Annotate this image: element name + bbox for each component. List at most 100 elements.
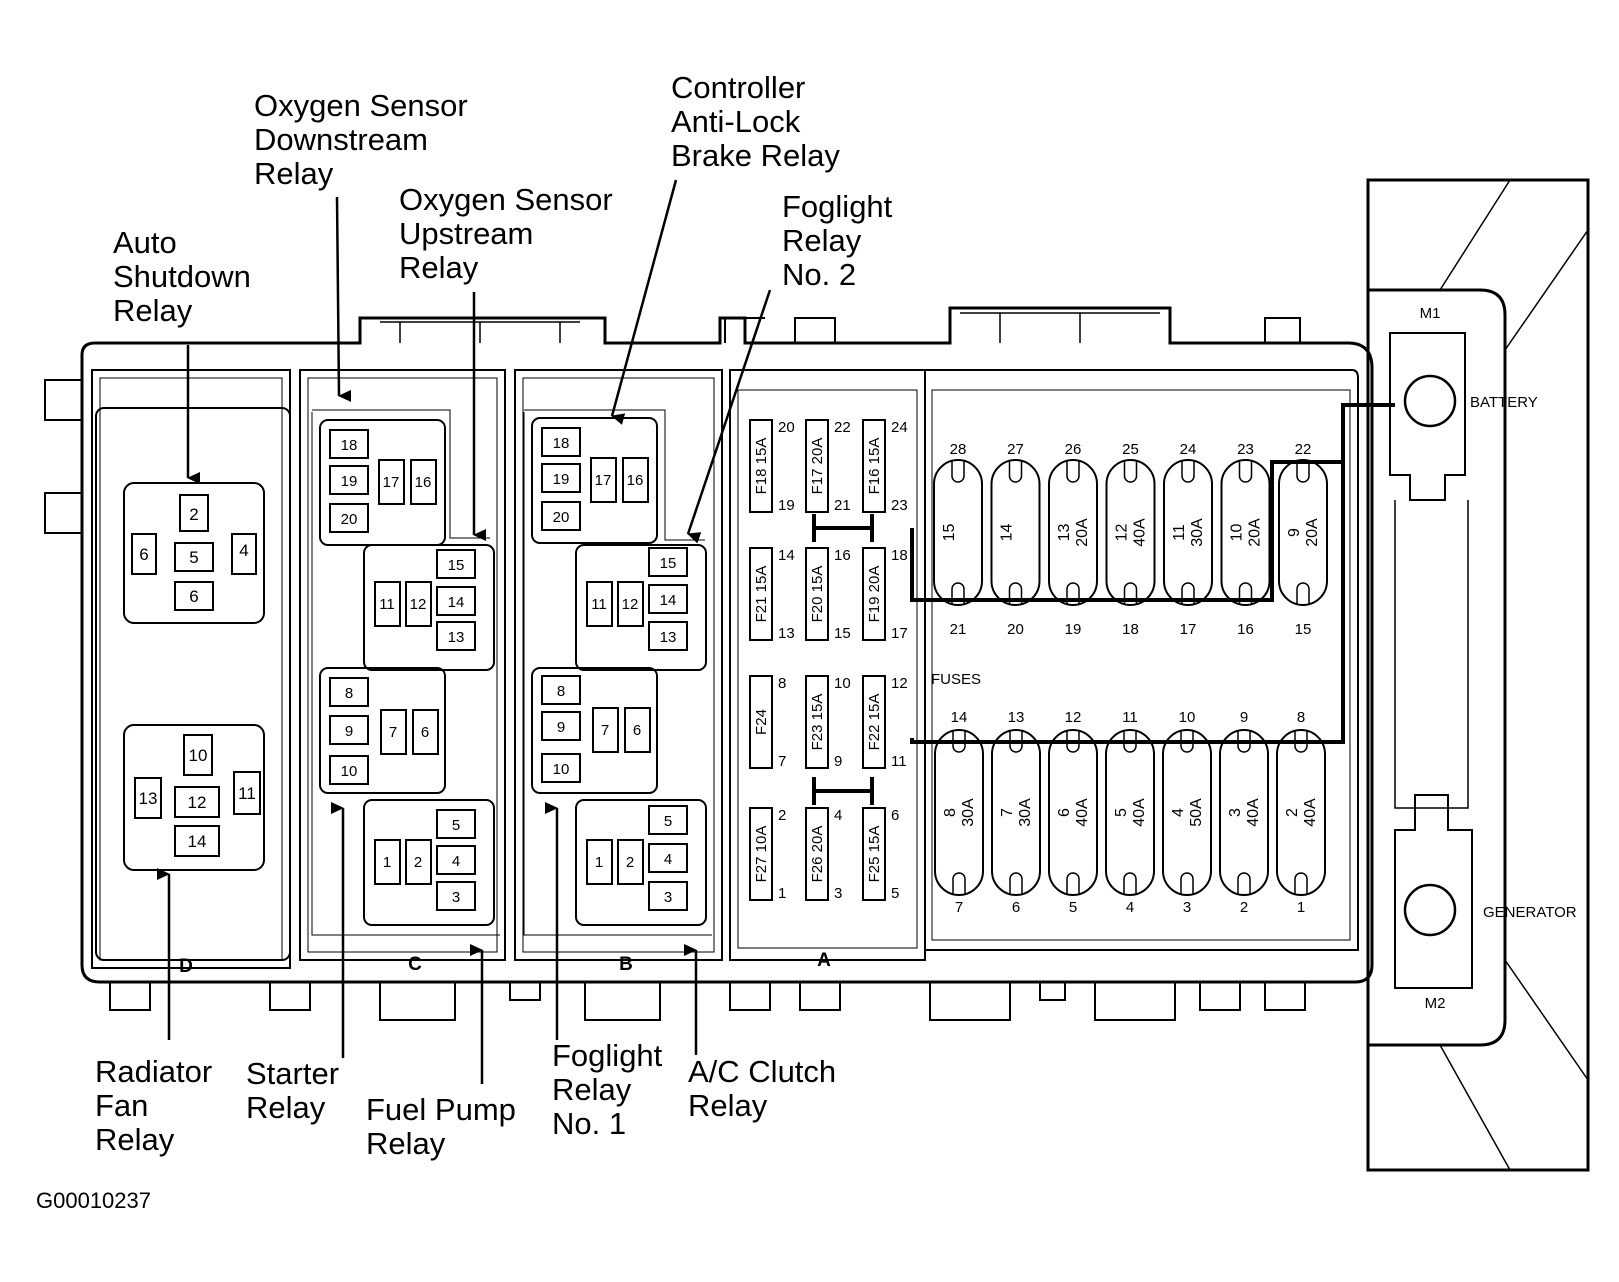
- maxi-fuse-number: 2: [1284, 808, 1301, 817]
- mini-fuse-code: F20 15A: [809, 566, 826, 623]
- pin-label: 10: [189, 746, 208, 765]
- maxi-fuse-body: [933, 459, 983, 606]
- terminal-number: 13: [1008, 709, 1025, 726]
- maxi-fuse-rating: 40A: [1074, 798, 1091, 827]
- mini-fuse-code: F26 20A: [809, 826, 826, 883]
- maxi-fuse-slot: [1180, 730, 1194, 753]
- callout-line: Relay: [95, 1122, 175, 1157]
- terminal-number: 4: [834, 807, 842, 824]
- callout-line: Oxygen Sensor: [254, 88, 468, 123]
- maxi-fuse-slot: [1237, 872, 1251, 895]
- fuses-label: FUSES: [931, 671, 981, 688]
- maxi-fuse-slot: [1123, 872, 1137, 895]
- callout-auto-shutdown: Auto Shutdown Relay: [113, 225, 251, 328]
- maxi-fuse-rating: 50A: [1188, 798, 1205, 827]
- pin-label: 1: [383, 854, 391, 871]
- callout-line: Auto: [113, 225, 177, 260]
- mini-fuse-body: [805, 807, 829, 901]
- terminal-number: 24: [1180, 441, 1197, 458]
- callout-line: Controller: [671, 70, 805, 105]
- maxi-fuse-slot: [1123, 460, 1138, 483]
- pin-label: 13: [660, 629, 677, 646]
- pin-label: 18: [341, 437, 358, 454]
- callout-o2-upstream: Oxygen Sensor Upstream Relay: [399, 182, 613, 285]
- maxi-fuse-number: 10: [1229, 524, 1246, 542]
- terminal-number: 8: [778, 675, 786, 692]
- callout-line: Oxygen Sensor: [399, 182, 613, 217]
- terminal-number: 24: [891, 419, 908, 436]
- pin-label: 10: [553, 761, 570, 778]
- mini-fuse-body: [749, 419, 773, 513]
- maxi-fuse-body: [1048, 729, 1098, 896]
- pin-label: 16: [415, 474, 432, 491]
- maxi-fuse-body: [1219, 729, 1269, 896]
- maxi-fuse-body: [934, 729, 984, 896]
- maxi-fuse-slot: [1180, 872, 1194, 895]
- maxi-fuse-slot: [1296, 582, 1310, 605]
- terminal-number: 1: [1297, 899, 1305, 916]
- pin-label: 3: [452, 889, 460, 906]
- maxi-fuse-slot: [1294, 730, 1308, 753]
- maxi-fuse-number: 8: [942, 808, 959, 817]
- terminal-number: 21: [950, 621, 967, 638]
- callout-line: Anti-Lock: [671, 104, 801, 139]
- terminal-number: 8: [1297, 709, 1305, 726]
- mini-fuse-body: [749, 675, 773, 769]
- pin-label: 6: [421, 724, 429, 741]
- maxi-fuse-rating: 40A: [1132, 518, 1149, 547]
- callout-ac-clutch: A/C Clutch Relay: [688, 1054, 836, 1123]
- terminal-number: 20: [1007, 621, 1024, 638]
- arrow-o2-downstream: [335, 196, 352, 402]
- terminal-number: 17: [891, 625, 908, 642]
- terminal-number: 28: [950, 441, 967, 458]
- terminal-number: 22: [834, 419, 851, 436]
- callout-line: A/C Clutch: [688, 1054, 836, 1089]
- maxi-fuse-slot: [1066, 582, 1080, 605]
- pin-label: 8: [557, 683, 565, 700]
- terminal-number: 12: [891, 675, 908, 692]
- pin-label: 7: [601, 722, 609, 739]
- terminal-number: 15: [1295, 621, 1312, 638]
- pin-label: 12: [188, 793, 207, 812]
- pin-label: 20: [341, 511, 358, 528]
- pin-label: 17: [595, 472, 612, 489]
- maxi-fuse-number: 15: [941, 524, 958, 542]
- maxi-fuse-slot: [951, 582, 965, 605]
- maxi-fuse-slot: [1066, 730, 1080, 753]
- maxi-fuse-slot: [1181, 582, 1195, 605]
- maxi-fuse-number: 11: [1171, 524, 1188, 541]
- terminal-number: 7: [778, 753, 786, 770]
- maxi-fuse-slot: [952, 872, 966, 895]
- mini-fuse-code: F25 15A: [866, 826, 883, 883]
- maxi-fuse-body: [1220, 459, 1271, 606]
- callout-line: No. 2: [782, 257, 856, 292]
- pin-label: 4: [452, 853, 460, 870]
- pin-label: 8: [345, 685, 353, 702]
- maxi-fuse-slot: [1009, 730, 1023, 753]
- maxi-fuse-number: 13: [1056, 524, 1073, 542]
- maxi-fuse-rating: 40A: [1131, 798, 1148, 827]
- pin-label: 14: [660, 592, 677, 609]
- callout-line: Relay: [254, 156, 334, 191]
- terminal-block: [1366, 178, 1590, 1172]
- maxi-fuse-number: 3: [1227, 808, 1244, 817]
- callout-line: Brake Relay: [671, 138, 840, 173]
- maxi-fuse-slot: [1123, 582, 1138, 605]
- arrow-abs: [610, 179, 678, 425]
- callout-line: Starter: [246, 1056, 339, 1091]
- maxi-fuse-rating: 40A: [1302, 798, 1319, 827]
- terminal-number: 6: [891, 807, 899, 824]
- pin-label: 3: [664, 889, 672, 906]
- mini-fuse-busbars: [812, 514, 874, 805]
- maxi-fuse-rating: 40A: [1245, 798, 1262, 827]
- terminal-number: 15: [834, 625, 851, 642]
- callout-radiator-fan: Radiator Fan Relay: [95, 1054, 212, 1157]
